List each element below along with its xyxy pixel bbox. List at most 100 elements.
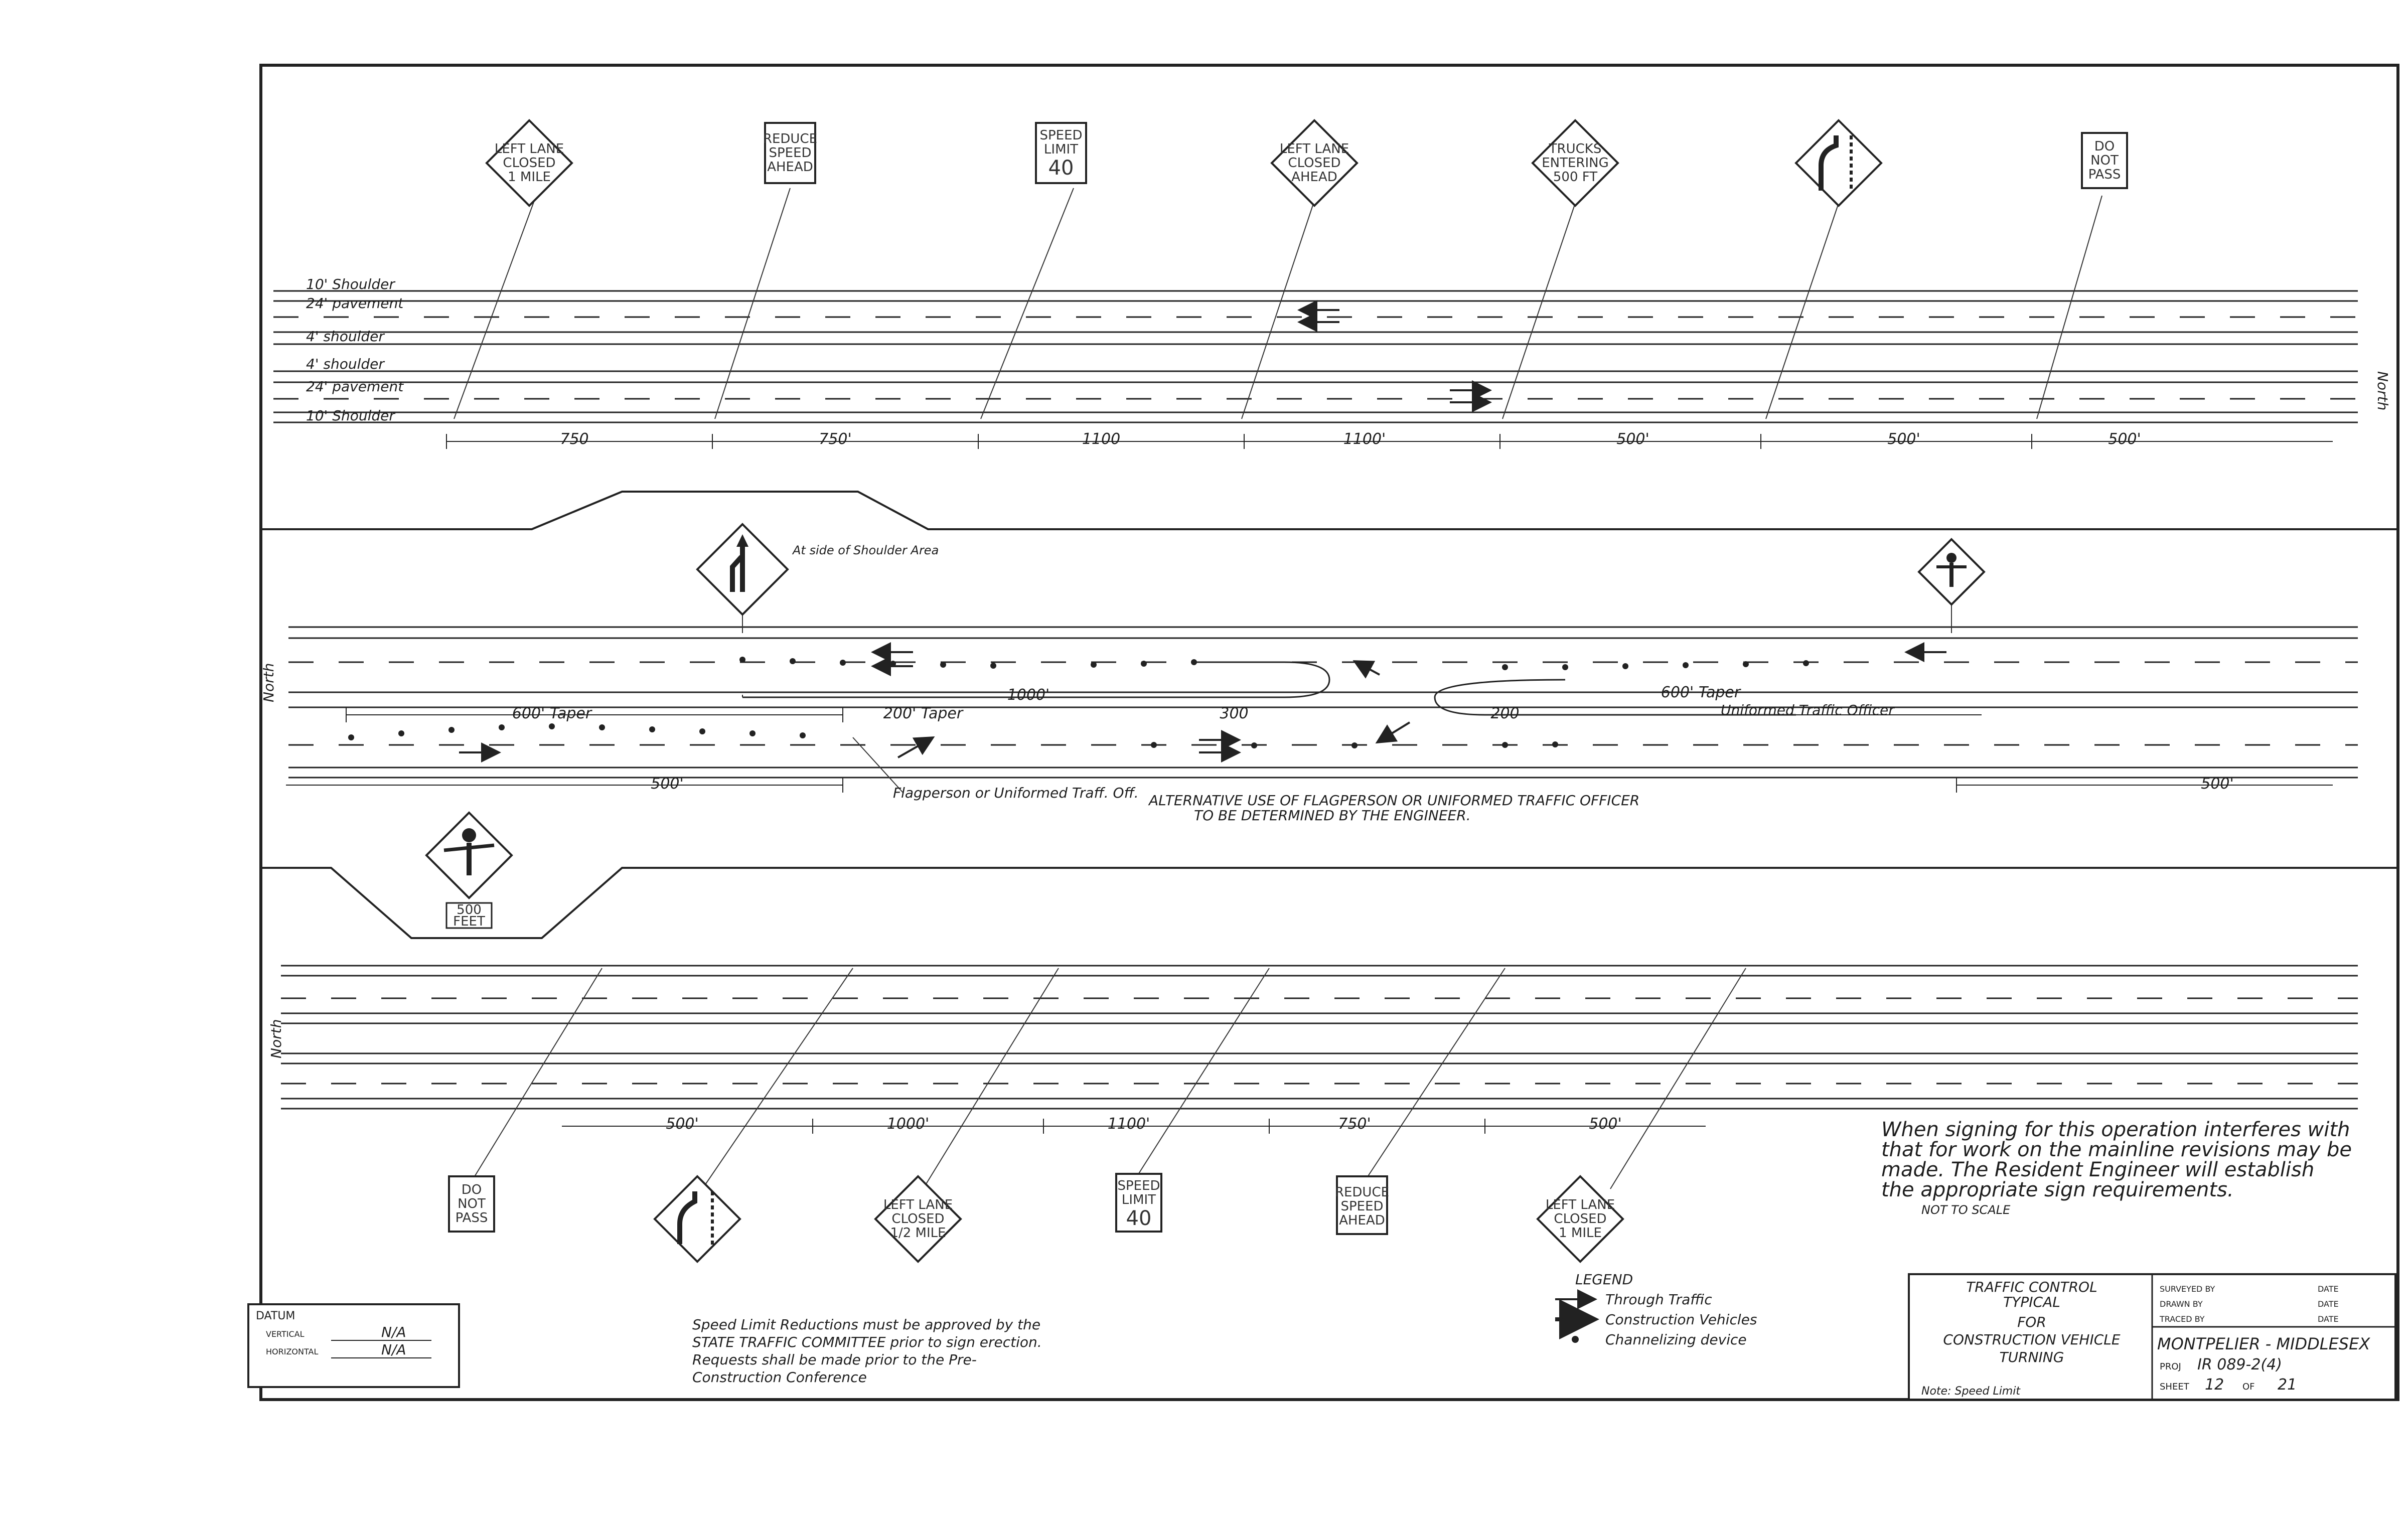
flagger-icon	[462, 828, 476, 842]
datum-vertical-label: VERTICAL	[266, 1329, 305, 1339]
title-footer: Note: Speed Limit	[1921, 1385, 2021, 1398]
section-1-dimensions: 750 750' 1100 1100' 500' 500' 500'	[560, 430, 2141, 448]
flagger-icon	[1946, 553, 1957, 563]
sheet-label: SHEET	[2160, 1382, 2190, 1392]
lane-label: 4' shoulder	[306, 356, 385, 372]
dimension-label: 600' Taper	[512, 705, 592, 722]
sign-left-lane-closed-1-mile: LEFT LANE CLOSED 1 MILE	[485, 119, 573, 207]
section-3-dimension-line	[562, 1119, 1706, 1134]
total-sheets: 21	[2278, 1376, 2297, 1394]
sign-flagger-right	[1917, 538, 1986, 633]
note-line: made. The Resident Engineer will establi…	[1881, 1158, 2314, 1181]
section-1-dimension-line	[446, 434, 2333, 449]
sign-text: 500	[457, 902, 482, 918]
sign-text: LEFT LANE	[883, 1197, 953, 1212]
sign-text: CLOSED	[1288, 156, 1340, 171]
sign-merge-symbol: At side of Shoulder Area	[696, 523, 939, 633]
dimension-label: 1000'	[1007, 686, 1050, 704]
section-3-sign-leaders	[471, 968, 1746, 1189]
dimension-label: 750'	[819, 430, 852, 448]
dimension-label: 1000'	[887, 1115, 930, 1133]
datum-title: DATUM	[256, 1310, 295, 1322]
sign-do-not-pass-s3: DO NOT PASS	[448, 1175, 495, 1233]
sign-text: 500 FT	[1553, 170, 1597, 185]
note-line: STATE TRAFFIC COMMITTEE prior to sign er…	[692, 1334, 1042, 1350]
traced-by-label: TRACED BY	[2159, 1314, 2205, 1324]
sign-text: 1 MILE	[1559, 1226, 1602, 1241]
section-break-line	[261, 491, 2398, 530]
lane-label: 10' Shoulder	[306, 276, 395, 292]
sign-text: 40	[1048, 157, 1074, 180]
sign-text: REDUCE	[763, 131, 817, 146]
title-line: TYPICAL	[2003, 1294, 2060, 1310]
section-1-sign-leaders	[454, 188, 2102, 419]
title-line: TRAFFIC CONTROL	[1966, 1279, 2097, 1295]
dimension-label: 200' Taper	[883, 705, 964, 722]
sign-text: LEFT LANE	[1280, 141, 1349, 157]
dimension-label: 500'	[651, 775, 684, 793]
legend-title: LEGEND	[1575, 1271, 1633, 1288]
datum-horizontal-label: HORIZONTAL	[266, 1347, 318, 1356]
of-label: OF	[2242, 1382, 2255, 1392]
sign-text: LEFT LANE	[495, 141, 564, 157]
section-2-dimensions: 600' Taper 200' Taper 1000' 300 200 600'…	[512, 684, 2234, 793]
section-1-roadway	[273, 290, 2358, 423]
north-label: North	[260, 663, 277, 702]
dimension-label: 500'	[1616, 430, 1649, 448]
sign-text: AHEAD	[1291, 170, 1337, 185]
sign-text: SPEED	[1340, 1199, 1383, 1214]
dimension-label: 500'	[666, 1115, 699, 1133]
section-1-lane-labels: 10' Shoulder 24' pavement 4' shoulder 4'…	[306, 276, 2391, 424]
legend-item: Construction Vehicles	[1605, 1311, 1757, 1328]
sign-reduce-speed-ahead-s3: REDUCE SPEED AHEAD	[1335, 1175, 1389, 1235]
sign-text: AHEAD	[767, 160, 813, 175]
speed-limit-note: Speed Limit Reductions must be approved …	[692, 1316, 1042, 1386]
sheet-number: 12	[2205, 1376, 2224, 1394]
note-line: Speed Limit Reductions must be approved …	[692, 1316, 1040, 1333]
section-2-roadway	[288, 626, 2358, 779]
sign-text: DO	[462, 1182, 482, 1197]
sign-text: SPEED	[1039, 128, 1082, 143]
note-line: that for work on the mainline revisions …	[1881, 1138, 2352, 1161]
section-break-line	[261, 867, 2398, 939]
sign-text: FEET	[453, 914, 485, 929]
sign-do-not-pass: DO NOT PASS	[2081, 132, 2128, 189]
note-line: Construction Conference	[692, 1369, 867, 1386]
sign-speed-limit-40: SPEED LIMIT 40	[1035, 122, 1087, 184]
section-2-traffic-arrows	[459, 642, 1946, 762]
sign-text: SPEED	[1117, 1178, 1160, 1193]
legend-item: Through Traffic	[1605, 1291, 1712, 1308]
legend: LEGEND Through Traffic Construction Vehi…	[1555, 1271, 1757, 1348]
sign-text: AHEAD	[1339, 1213, 1385, 1228]
north-label: North	[268, 1019, 284, 1058]
sign-left-lane-closed-ahead: LEFT LANE CLOSED AHEAD	[1270, 119, 1359, 207]
lane-shift-icon	[1819, 135, 1839, 191]
north-label: North	[2374, 371, 2391, 410]
dimension-label: 1100'	[1343, 430, 1386, 448]
lane-label: 24' pavement	[306, 295, 404, 312]
sign-text: TRUCKS	[1549, 141, 1602, 157]
datum-box: DATUM VERTICAL N/A HORIZONTAL N/A	[247, 1303, 460, 1388]
legend-item: Channelizing device	[1605, 1331, 1747, 1348]
sign-text: CLOSED	[1554, 1211, 1606, 1227]
alternative-note: ALTERNATIVE USE OF FLAGPERSON OR UNIFORM…	[1148, 792, 1639, 809]
note-line: Requests shall be made prior to the Pre-	[692, 1351, 977, 1368]
sign-speed-limit-40-s3: SPEED LIMIT 40	[1115, 1173, 1162, 1233]
sign-text: NOT	[458, 1196, 486, 1211]
sign-text: LIMIT	[1044, 142, 1078, 157]
section-3-dimensions: 500' 1000' 1100' 750' 500' North	[268, 1019, 1622, 1133]
section-2-labels: Flagperson or Uniformed Traff. Off. Unif…	[260, 663, 1895, 824]
title-line: FOR	[2017, 1314, 2046, 1330]
sign-trucks-entering: TRUCKS ENTERING 500 FT	[1531, 119, 1619, 207]
channelizing-devices	[348, 657, 1809, 748]
section-1-traffic-arrows	[1297, 300, 1492, 412]
section-2-dimension-lines	[286, 695, 2333, 793]
date-label: DATE	[2318, 1284, 2339, 1294]
sign-text: 1 MILE	[508, 170, 551, 185]
dimension-label: 500'	[1589, 1115, 1622, 1133]
sign-text: REDUCE	[1335, 1185, 1389, 1200]
title-line: TURNING	[2000, 1349, 2064, 1365]
dimension-label: 500'	[2201, 775, 2234, 793]
